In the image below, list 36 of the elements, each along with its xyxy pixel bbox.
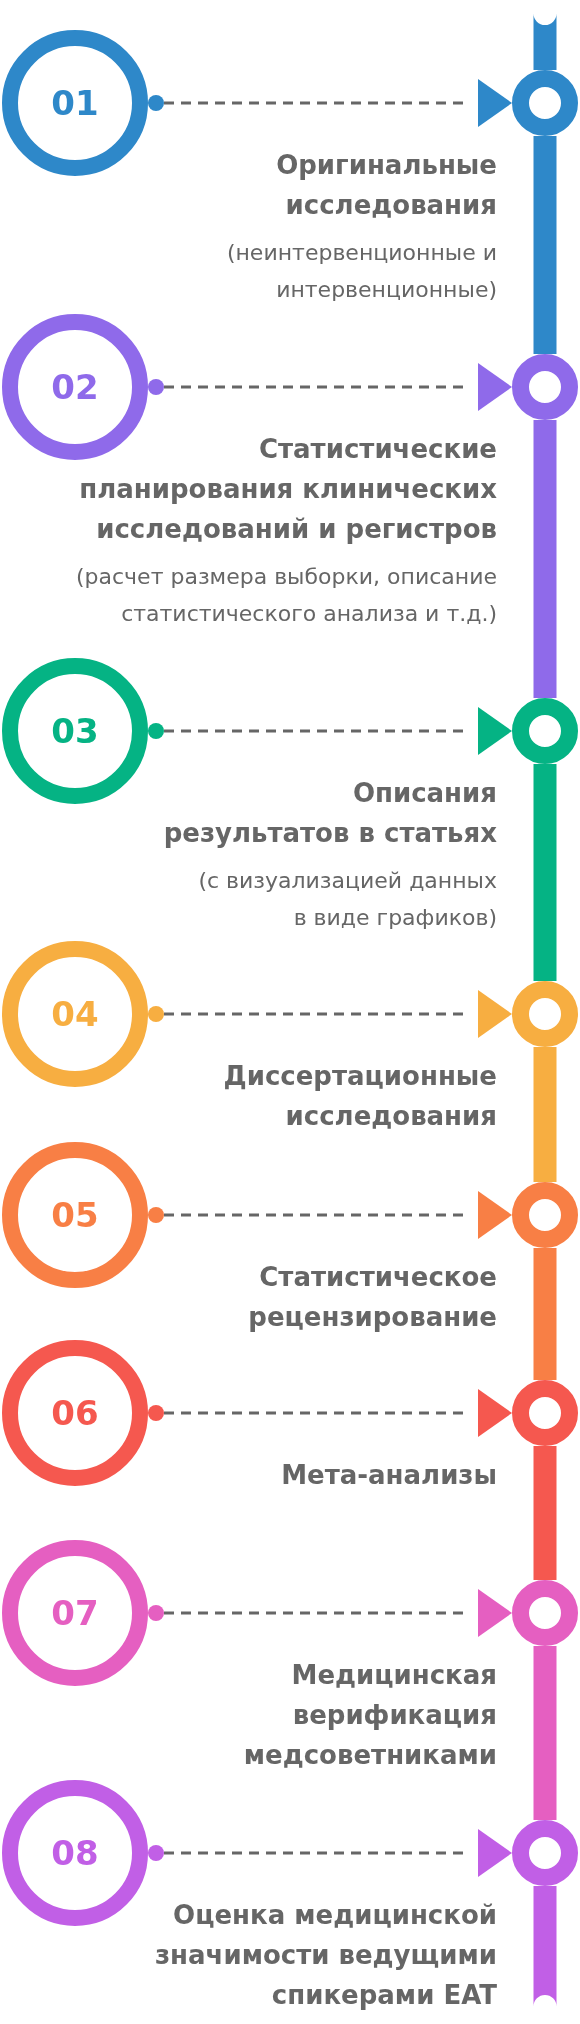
dashed-arrow	[148, 707, 512, 755]
step-title: Оригинальные исследования	[276, 149, 497, 222]
step-number: 01	[51, 86, 99, 120]
step-description: (расчет размера выборки, описание статистического анализа и т.д.)	[75, 563, 497, 628]
step-title: Диссертационные исследования	[223, 1060, 497, 1133]
timeline-bar	[533, 1248, 557, 1380]
timeline-bar	[533, 420, 557, 698]
step-number: 06	[51, 1396, 99, 1430]
step-description: (неинтервенционные и интервенционные)	[226, 239, 497, 304]
step-number: 02	[51, 370, 99, 404]
dashed-arrow	[148, 1829, 512, 1877]
dashed-arrow	[148, 1389, 512, 1437]
timeline-bar	[533, 13, 557, 70]
step-title: Статистическое рецензирование	[248, 1261, 497, 1334]
step-title: Оценка медицинской значимости ведущими спикерами EAT	[155, 1899, 497, 2012]
timeline-bar	[533, 764, 557, 981]
step-number: 05	[51, 1198, 99, 1232]
timeline-bar	[533, 1886, 557, 2007]
timeline-bar	[533, 136, 557, 354]
step-title: Описания результатов в статьях	[163, 777, 497, 850]
step-description: (с визуализацией данных в виде графиков)	[198, 867, 497, 932]
step-title: Медицинская верификация медсоветниками	[243, 1659, 497, 1772]
timeline-bar	[533, 1446, 557, 1580]
step-number: 07	[51, 1596, 99, 1630]
step-number: 04	[51, 997, 99, 1031]
step-title: Статистические планирования клинических исследований и регистров	[79, 433, 497, 546]
step-title: Мета-анализы	[281, 1459, 497, 1492]
dashed-arrow	[148, 990, 512, 1038]
dashed-arrow	[148, 1589, 512, 1637]
timeline-bar	[533, 1646, 557, 1820]
dashed-arrow	[148, 363, 512, 411]
step-number: 08	[51, 1836, 99, 1870]
step-number: 03	[51, 714, 99, 748]
dashed-arrow	[148, 1191, 512, 1239]
timeline-bar	[533, 1047, 557, 1182]
dashed-arrow	[148, 79, 512, 127]
